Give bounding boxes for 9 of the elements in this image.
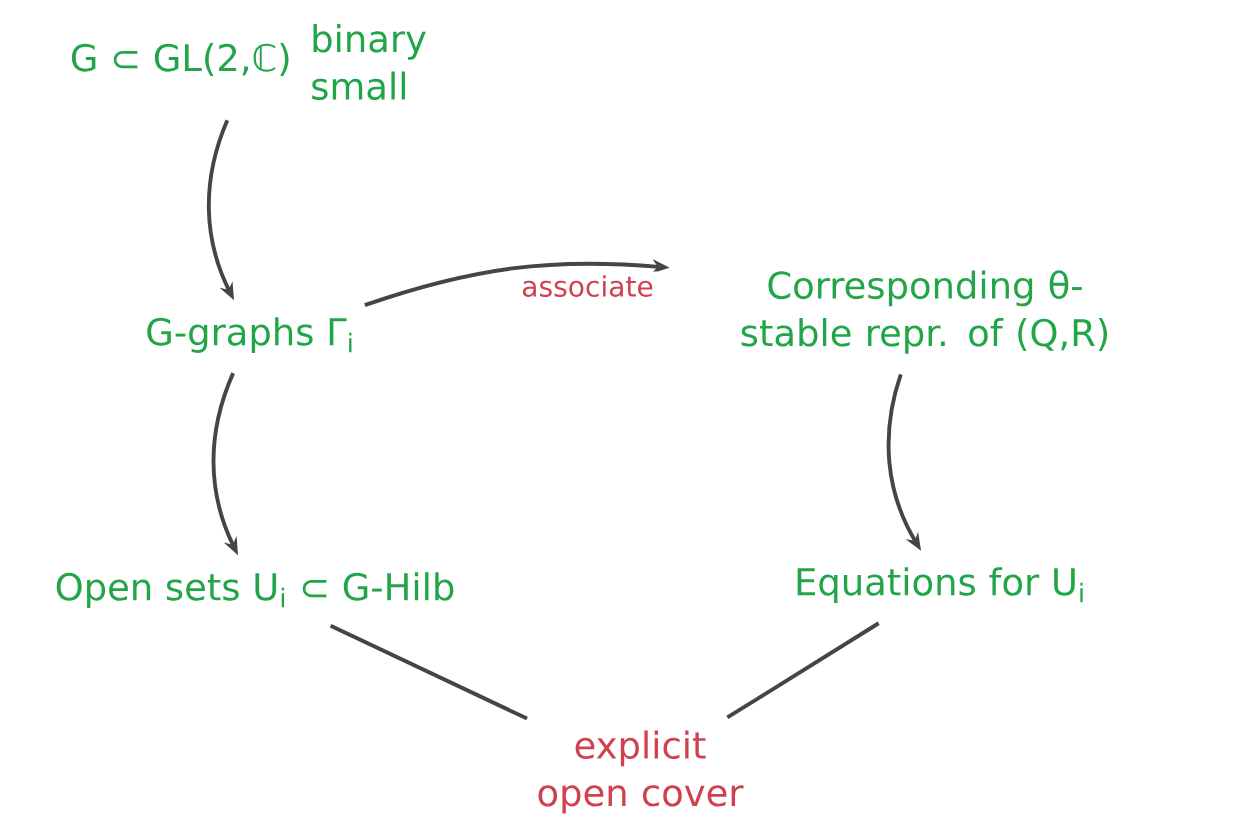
connector-line	[726, 621, 880, 720]
edge-label: associate	[517, 271, 658, 301]
math-text: Open sets U$_{i}$ ⊂ G-Hilb	[56, 572, 454, 608]
math-text: G ⊂ GL(2,ℂ) binary small	[71, 24, 426, 100]
connector-line	[329, 624, 528, 721]
math-text: Corresponding θ-stable repr. of (Q,R)	[741, 270, 1108, 354]
math-text: G-graphs Γ$_{i}$	[147, 317, 352, 353]
math-text: Equations for U$_{i}$	[797, 567, 1083, 603]
note-text: explicit open cover	[538, 730, 744, 814]
